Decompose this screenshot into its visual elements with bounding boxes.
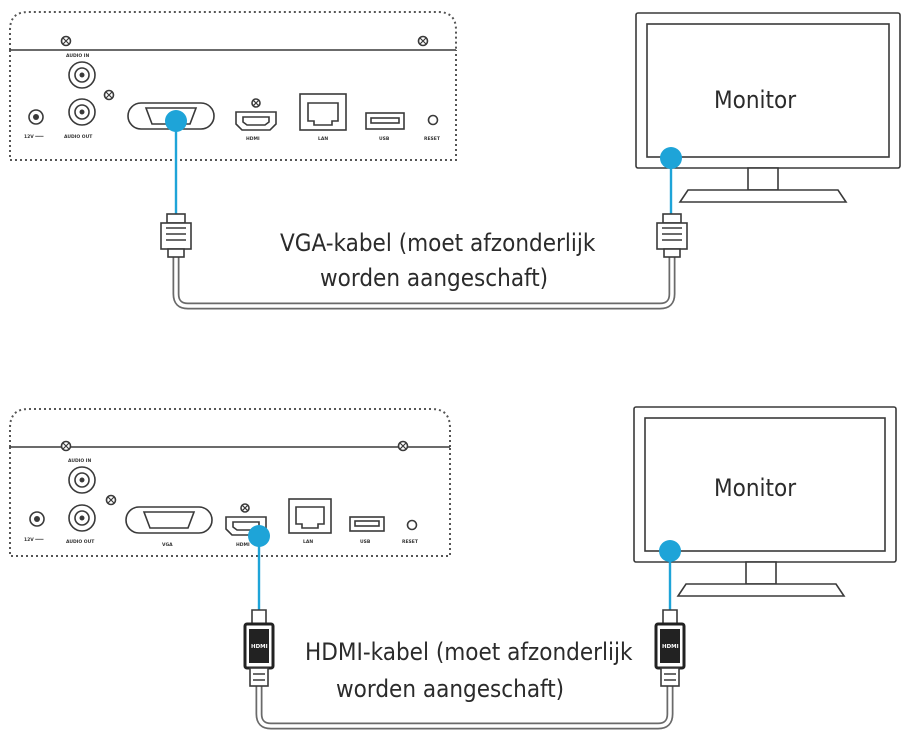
hdmi-port-connection-dot: [248, 525, 270, 547]
hdmi-cable-label-line1: HDMI-kabel (moet afzonderlijk: [305, 638, 633, 666]
screw-icon: [103, 89, 115, 101]
vga-plug-icon: [160, 213, 192, 258]
recorder-back-panel: 12V ═══ AUDIO IN AUDIO OUT HDMI: [9, 11, 457, 161]
monitor-label: Monitor: [714, 474, 796, 502]
audio-in-port-label: AUDIO IN: [66, 53, 89, 59]
recorder-top-edge: [9, 11, 457, 50]
reset-port-label: RESET: [402, 539, 419, 545]
screw-icon: [397, 440, 409, 452]
audio-out-port-label: AUDIO OUT: [66, 539, 95, 545]
usb-port-label: USB: [379, 136, 390, 142]
audio-in-port-icon: [68, 466, 96, 494]
lan-port-icon: [299, 93, 347, 131]
audio-in-port-icon: [68, 61, 96, 89]
monitor-connection-dot: [660, 147, 682, 169]
hdmi-cable-label-line2: worden aangeschaft): [336, 675, 564, 703]
screw-icon: [417, 35, 429, 47]
monitor-icon: [633, 406, 897, 597]
usb-port-icon: [349, 516, 385, 532]
hdmi-port-icon: [235, 111, 277, 131]
reset-port-label: RESET: [424, 136, 441, 142]
vga-port-label: VGA: [162, 542, 173, 548]
vga-cable: [172, 256, 676, 310]
hdmi-cable: [255, 686, 674, 730]
recorder-outline: [9, 50, 457, 161]
reset-button-icon: [406, 519, 418, 531]
hdmi-plug-icon: HDMI: [654, 609, 686, 687]
hdmi-plug-icon: HDMI: [243, 609, 275, 687]
vga-connection-panel: 12V ═══ AUDIO IN AUDIO OUT HDMI: [9, 11, 901, 310]
hdmi-plug-label: HDMI: [662, 644, 679, 650]
usb-port-icon: [365, 112, 405, 130]
power-jack-icon: [29, 511, 45, 527]
vga-cable-label-line1: VGA-kabel (moet afzonderlijk: [280, 229, 596, 257]
monitor-label: Monitor: [714, 86, 796, 114]
usb-port-label: USB: [360, 539, 371, 545]
power-port-label: 12V ═══: [24, 537, 44, 543]
hdmi-plug-label: HDMI: [251, 644, 268, 650]
power-jack-icon: [28, 109, 44, 125]
monitor-icon: [635, 12, 901, 203]
hdmi-port-label: HDMI: [246, 136, 260, 142]
recorder-top-edge: [9, 408, 451, 447]
lan-port-icon: [288, 498, 332, 534]
audio-in-port-label: AUDIO IN: [68, 458, 91, 464]
screw-icon: [60, 35, 72, 47]
lan-port-label: LAN: [318, 136, 328, 142]
hdmi-port-label: HDMI: [236, 542, 250, 548]
monitor-connection-dot: [659, 540, 681, 562]
screw-icon: [240, 503, 250, 513]
lan-port-label: LAN: [303, 539, 313, 545]
vga-plug-icon: [656, 213, 688, 258]
screw-icon: [105, 494, 117, 506]
vga-port-connection-dot: [165, 110, 187, 132]
power-port-label: 12V ═══: [24, 134, 44, 140]
screw-icon: [60, 440, 72, 452]
vga-cable-label-line2: worden aangeschaft): [320, 264, 548, 292]
hdmi-connection-panel: 12V ═══ AUDIO IN AUDIO OUT VGA HDMI: [9, 406, 897, 730]
audio-out-port-label: AUDIO OUT: [64, 134, 93, 140]
vga-port-icon: [125, 506, 213, 534]
audio-out-port-icon: [68, 98, 96, 126]
screw-icon: [251, 98, 261, 108]
reset-button-icon: [427, 114, 439, 126]
audio-out-port-icon: [68, 504, 96, 532]
recorder-back-panel: 12V ═══ AUDIO IN AUDIO OUT VGA HDMI: [9, 408, 451, 557]
